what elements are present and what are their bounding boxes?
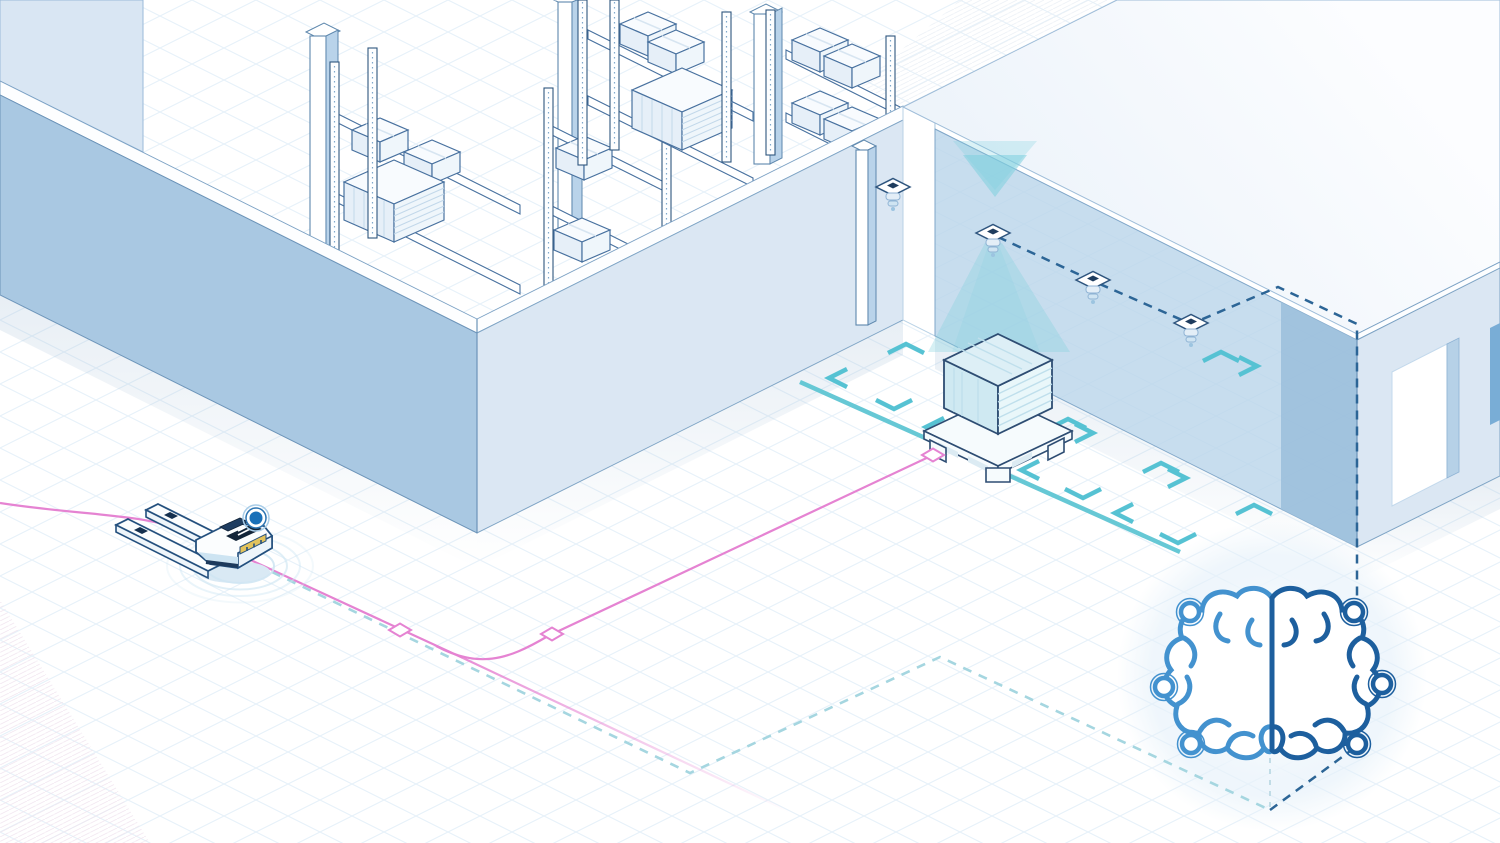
circuit-node-icon [1151,674,1178,701]
route-network [0,235,1359,813]
door-jamb [1446,337,1460,479]
floor-hatch-top [860,0,1117,107]
circuit-node-icon [1177,599,1204,626]
scan-beam-down [928,243,1070,352]
circuit-node-icon [1344,731,1371,758]
door-post [855,149,869,326]
rack-bay-left [304,22,521,295]
pallet-with-goods [922,333,1074,483]
far-door-strip [1490,323,1500,425]
ai-brain [1151,588,1396,757]
corner-wall-face [1281,302,1357,547]
circuit-node-icon [1369,671,1396,698]
scan-beam-down-core [952,243,1040,352]
scan-beam-up [963,155,1027,197]
brain-uplink [1269,744,1358,812]
warehouse-walls [0,80,936,568]
agv-route-tail [462,657,791,813]
agv-route-to-dock [435,454,934,661]
storage-racks [304,0,919,295]
corner-door-gap [902,105,936,337]
sensor-network-link [997,235,1359,741]
right-building [901,0,1500,580]
feedback-path [271,570,1271,812]
agv-chassis [195,517,273,570]
wrapped-goods [941,333,1055,436]
circuit-node-icon [1178,731,1205,758]
circuit-node-icon [1341,599,1368,626]
agv-forklift [113,502,314,604]
fork-front [113,517,223,580]
floor-hatch-bottom-left [0,600,150,843]
rack-bay-top [577,0,784,188]
door-opening [1391,343,1448,507]
scanner-beams [928,141,1070,352]
agv-beacon-icon [242,504,270,532]
